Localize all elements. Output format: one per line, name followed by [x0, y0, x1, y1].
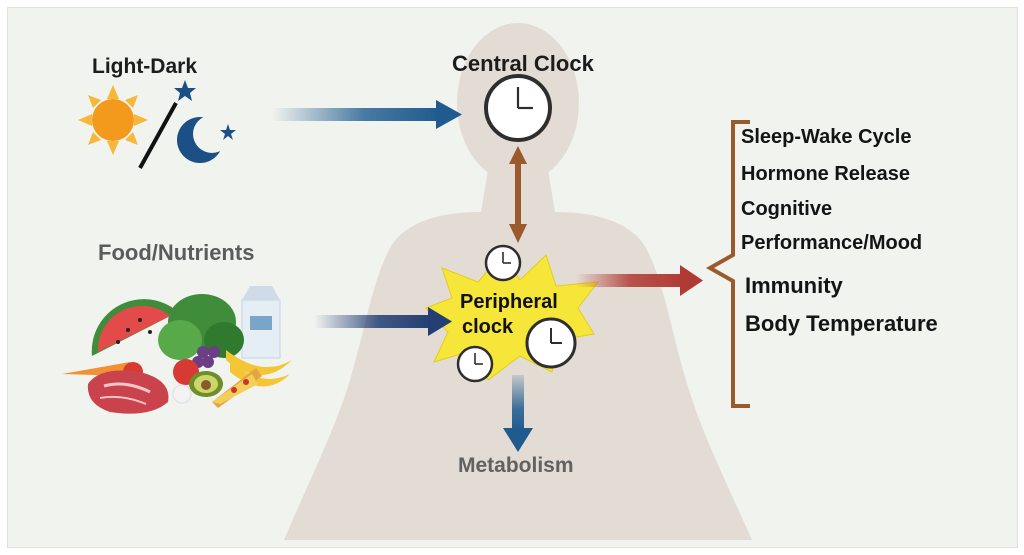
- output-item-sleep-wake: Sleep-Wake Cycle: [741, 126, 912, 148]
- star-icon: [220, 124, 236, 140]
- light-to-central-arrow: [272, 100, 462, 129]
- metabolism-arrow: [503, 375, 533, 452]
- egg-icon: [172, 384, 192, 404]
- small-clock-icon: [484, 244, 522, 282]
- star-icon: [174, 80, 196, 101]
- slash-divider: [138, 102, 178, 169]
- pizza-icon: [212, 368, 262, 408]
- food-to-peripheral-arrow: [314, 307, 452, 336]
- output-bracket: [705, 120, 750, 408]
- sun-icon: [78, 85, 148, 155]
- milk-carton-icon: [241, 286, 281, 359]
- output-item-cognitive: Cognitive: [741, 198, 833, 220]
- central-peripheral-arrow: [509, 146, 527, 243]
- moon-icon: [177, 115, 231, 163]
- grapes-icon: [192, 346, 220, 368]
- food-nutrients-label: Food/Nutrients: [98, 240, 255, 265]
- output-item-hormone: Hormone Release: [741, 163, 910, 185]
- clock-icon: [525, 317, 577, 369]
- peripheral-to-outputs-arrow: [576, 265, 703, 296]
- steak-icon: [87, 370, 169, 414]
- output-item-performance-mood: Performance/Mood: [741, 232, 923, 254]
- food-pile: [62, 286, 292, 414]
- peripheral-clock-label: Peripheral clock: [460, 290, 558, 340]
- avocado-icon: [189, 371, 223, 397]
- central-clock-label: Central Clock: [452, 51, 594, 76]
- watermelon-icon: [91, 299, 178, 356]
- light-dark-label: Light-Dark: [92, 55, 197, 78]
- small-clock-icon: [456, 345, 494, 383]
- output-item-immunity: Immunity: [745, 273, 843, 298]
- output-list: Sleep-Wake Cycle Hormone Release Cogniti…: [741, 126, 938, 349]
- output-item-body-temperature: Body Temperature: [745, 311, 938, 336]
- peripheral-label-line1: Peripheral: [460, 291, 558, 313]
- metabolism-label: Metabolism: [458, 454, 574, 477]
- central-clock-icon: [484, 74, 552, 142]
- peripheral-label-line2: clock: [462, 316, 514, 338]
